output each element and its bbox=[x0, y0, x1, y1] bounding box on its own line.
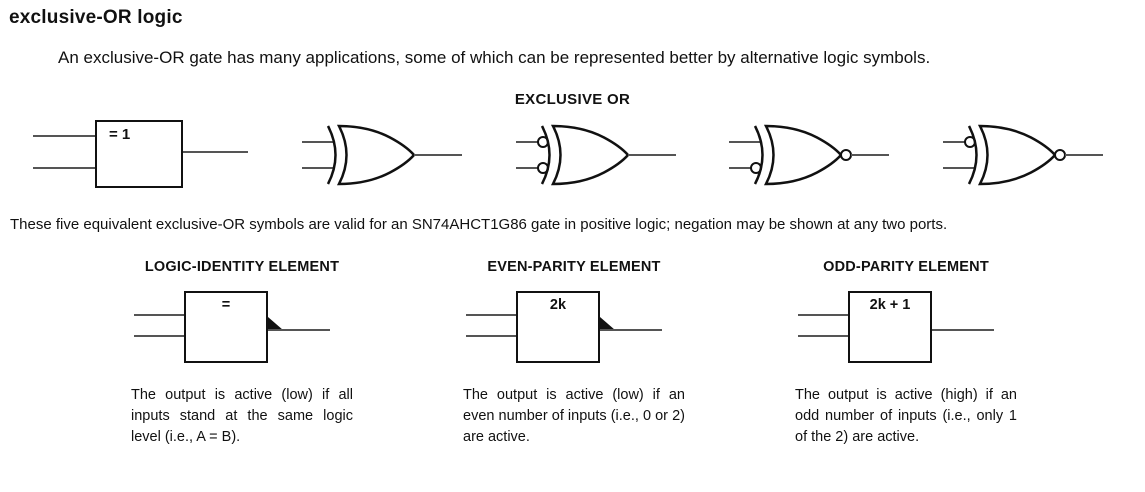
element-box: = bbox=[184, 290, 268, 363]
output-lead bbox=[600, 328, 662, 331]
logic-identity-description: The output is active (low) if all inputs… bbox=[131, 386, 353, 445]
equivalence-note: These five equivalent exclusive-OR symbo… bbox=[10, 215, 948, 233]
odd-parity-symbol-icon: 2k + 1 bbox=[790, 289, 1022, 369]
active-low-flag-icon bbox=[268, 316, 283, 330]
logic-identity-symbol-icon: = bbox=[126, 289, 358, 369]
output-lead bbox=[932, 328, 994, 331]
even-parity-symbol-icon: 2k bbox=[458, 289, 690, 369]
even-parity-heading: EVEN-PARITY ELEMENT bbox=[487, 258, 661, 275]
logic-identity-column: LOGIC-IDENTITY ELEMENT = The output is a… bbox=[118, 259, 366, 448]
elements-row: LOGIC-IDENTITY ELEMENT = The output is a… bbox=[0, 259, 1145, 448]
even-parity-description: The output is active (low) if an even nu… bbox=[463, 386, 685, 445]
element-symbol-label: 2k + 1 bbox=[869, 296, 911, 313]
negation-bubble-icon bbox=[1054, 148, 1066, 161]
output-lead bbox=[183, 150, 248, 153]
odd-parity-heading: ODD-PARITY ELEMENT bbox=[823, 258, 989, 275]
input-lead bbox=[134, 334, 184, 337]
input-lead bbox=[798, 313, 848, 316]
gate-symbols-row: = 1 bbox=[33, 116, 1103, 194]
input-lead bbox=[134, 313, 184, 316]
even-parity-column: EVEN-PARITY ELEMENT 2k The output is act… bbox=[450, 259, 698, 448]
element-box: 2k bbox=[516, 290, 600, 363]
iec-xor-symbol-icon: = 1 bbox=[33, 119, 248, 190]
iec-symbol-label: = 1 bbox=[109, 125, 131, 143]
input-lead bbox=[33, 166, 97, 169]
iec-box: = 1 bbox=[95, 119, 183, 188]
negation-bubble-icon bbox=[840, 148, 853, 161]
element-box: 2k + 1 bbox=[848, 290, 932, 363]
active-low-flag-icon bbox=[600, 316, 615, 330]
input-lead bbox=[33, 134, 97, 137]
input-lead bbox=[466, 334, 516, 337]
page-title: exclusive-OR logic bbox=[9, 7, 183, 28]
output-lead bbox=[268, 328, 330, 331]
intro-paragraph: An exclusive-OR gate has many applicatio… bbox=[58, 48, 931, 67]
input-lead bbox=[466, 313, 516, 316]
element-symbol-label: = bbox=[221, 296, 231, 313]
odd-parity-column: ODD-PARITY ELEMENT 2k + 1 The output is … bbox=[782, 259, 1030, 448]
exclusive-or-heading: EXCLUSIVE OR bbox=[514, 90, 631, 108]
odd-parity-description: The output is active (high) if an odd nu… bbox=[795, 386, 1017, 445]
xor-gate-negated-inputs-icon bbox=[515, 124, 676, 185]
xor-gate-negated-bottom-input-output-icon bbox=[729, 124, 890, 185]
xor-gate-negated-top-input-output-icon bbox=[943, 124, 1103, 185]
xor-gate-icon bbox=[301, 124, 462, 185]
element-symbol-label: 2k bbox=[549, 296, 567, 313]
logic-identity-heading: LOGIC-IDENTITY ELEMENT bbox=[144, 258, 340, 275]
input-lead bbox=[798, 334, 848, 337]
